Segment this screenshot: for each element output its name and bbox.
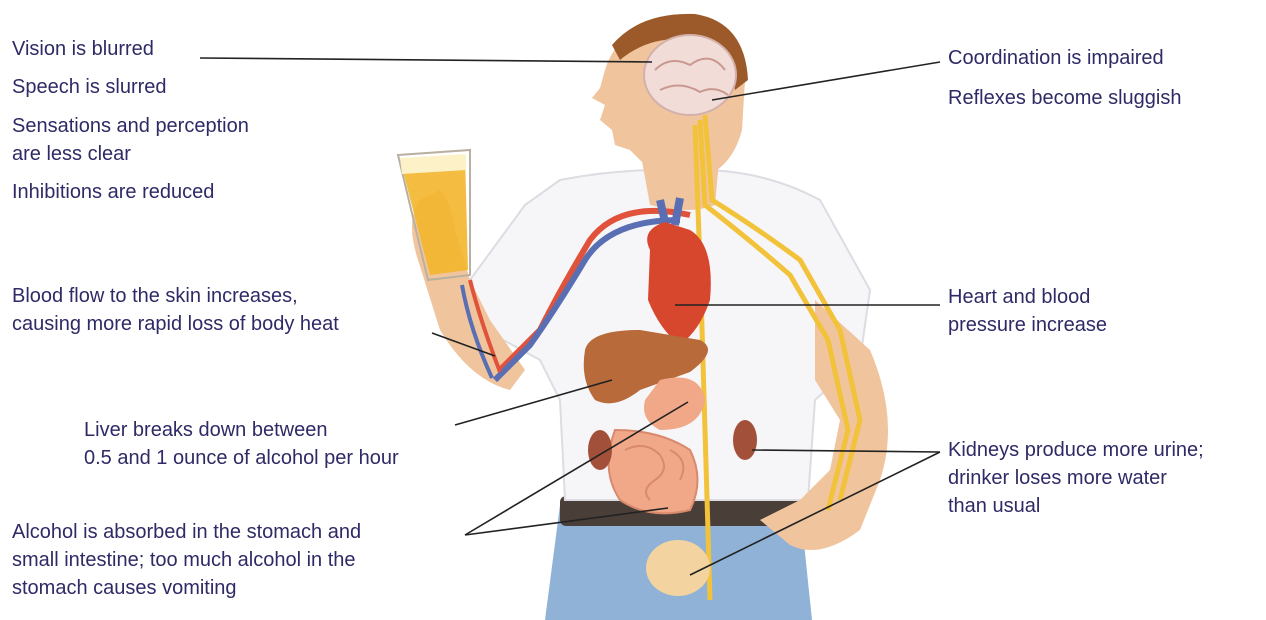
label-blood-flow: Blood flow to the skin increases, causin…: [12, 282, 339, 338]
label-reflexes: Reflexes become sluggish: [948, 84, 1181, 112]
brain: [644, 35, 736, 115]
label-kidneys: Kidneys produce more urine; drinker lose…: [948, 436, 1204, 520]
beer-glass: [398, 150, 470, 280]
kidney-right: [733, 420, 757, 460]
label-sensations: Sensations and perception are less clear: [12, 112, 249, 168]
label-absorbed: Alcohol is absorbed in the stomach and s…: [12, 518, 361, 602]
leader-vision: [200, 58, 652, 62]
label-inhibitions: Inhibitions are reduced: [12, 178, 214, 206]
label-vision: Vision is blurred: [12, 35, 154, 63]
label-speech: Speech is slurred: [12, 73, 167, 101]
bladder: [646, 540, 710, 596]
label-liver: Liver breaks down between 0.5 and 1 ounc…: [84, 416, 399, 472]
label-heart: Heart and blood pressure increase: [948, 283, 1107, 339]
label-coordination: Coordination is impaired: [948, 44, 1164, 72]
